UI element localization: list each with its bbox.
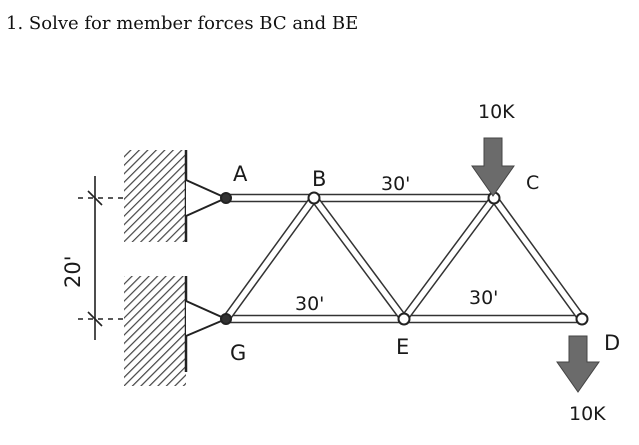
joint-label-g: G [230,341,246,365]
joint-label-b: B [312,167,326,191]
load-arrow-c [471,137,515,197]
member-ed [403,314,583,324]
truss-members [222,193,586,324]
dimension-bottom-span-left: 30' [295,293,324,315]
joint-g [220,313,232,325]
joint-b [307,191,321,205]
member-bc [313,193,495,203]
joint-d [575,312,589,326]
wall-support-upper [124,150,188,242]
load-label-c: 10K [478,101,515,123]
dimension-top-span: 30' [381,173,410,195]
joint-label-c: C [526,172,539,194]
height-dimension-line [78,176,128,340]
load-label-d: 10K [569,403,606,425]
joint-e [397,312,411,326]
problem-title: 1. Solve for member forces BC and BE [6,13,359,34]
joint-label-a: A [233,162,248,186]
dimension-bottom-span-right: 30' [469,287,498,309]
truss-joints [220,191,589,326]
member-ge [225,314,405,324]
pin-support-g [185,300,229,337]
member-ab [225,193,315,203]
wall-support-lower [124,276,188,386]
member-be [310,194,408,323]
joint-label-e: E [396,335,409,359]
member-cd [490,194,586,323]
joint-label-d: D [604,331,620,355]
dimension-height: 20' [61,256,85,289]
load-arrow-d [556,335,600,393]
joint-a [220,192,232,204]
